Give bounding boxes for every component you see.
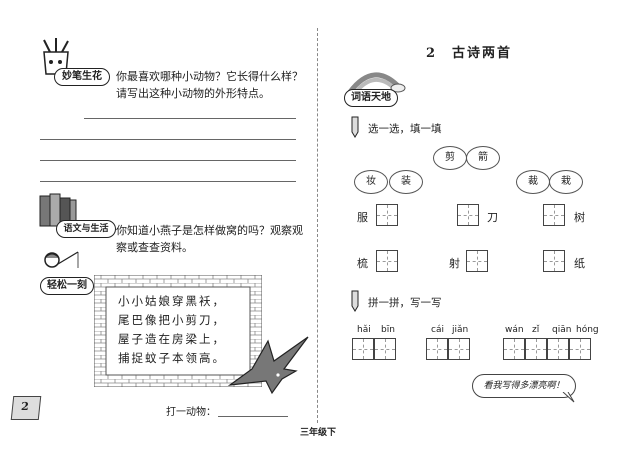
brick-frame [94, 275, 262, 387]
pinyin-7: qiān [552, 325, 572, 335]
riddle-line-1: 小小姑娘穿黑袄， [118, 294, 226, 308]
question-1: 你最喜欢哪种小动物？它长得什么样？ 请写出这种小动物的外形特点。 [116, 68, 303, 102]
speech-bubble-tail [562, 392, 575, 403]
question-1-line2: 请写出这种小动物的外形特点。 [116, 87, 270, 100]
pinyin-3: cái [431, 325, 444, 335]
write-line-3[interactable] [40, 160, 296, 161]
cloud-option-6[interactable]: 栽 [549, 170, 583, 194]
fill-char-5: 射 [449, 257, 460, 270]
pinyin-2: bīn [381, 325, 395, 335]
question-2: 你知道小燕子是怎样做窝的吗？观察观 察或查查资料。 [116, 222, 303, 256]
write-line-4[interactable] [40, 181, 296, 182]
write-box-8[interactable] [569, 338, 591, 360]
fill-char-2: 刀 [487, 211, 498, 224]
fill-box-1[interactable] [376, 204, 398, 226]
riddle-line-4: 捕捉蚊子本领高。 [118, 351, 226, 365]
answer-line[interactable] [218, 416, 288, 417]
fill-box-4[interactable] [376, 250, 398, 272]
riddle-text: 小小姑娘穿黑袄， 尾巴像把小剪刀， 屋子造在房梁上， 捕捉蚊子本领高。 [118, 292, 226, 368]
footer-label: 三年级下 [300, 428, 337, 438]
page-number-cube: 2 [10, 396, 42, 420]
lesson-title: 2 古诗两首 [426, 46, 513, 61]
swallow-illustration [227, 336, 309, 395]
write-box-7[interactable] [547, 338, 569, 360]
fill-char-4: 梳 [357, 257, 368, 270]
write-line-1[interactable] [84, 118, 296, 119]
page-divider [317, 28, 318, 423]
write-line-2[interactable] [40, 139, 296, 140]
answer-label: 打一动物： [166, 407, 216, 418]
question-2-line2: 察或查查资料。 [116, 241, 193, 254]
riddle-line-3: 屋子造在房梁上， [118, 332, 226, 346]
task-2-instruction: 拼一拼，写一写 [368, 297, 442, 309]
section-badge-ciyu: 词语天地 [344, 89, 398, 107]
question-2-line1: 你知道小燕子是怎样做窝的吗？观察观 [116, 224, 303, 237]
question-1-line1: 你最喜欢哪种小动物？它长得什么样？ [116, 70, 303, 83]
pencil-icon-2 [351, 290, 359, 312]
pinyin-6: zǐ [532, 325, 540, 335]
write-box-1[interactable] [352, 338, 374, 360]
pinyin-1: hǎi [357, 325, 371, 335]
cloud-option-5[interactable]: 裁 [516, 170, 550, 194]
fill-box-3[interactable] [543, 204, 565, 226]
badge-miaobi: 妙笔生花 [54, 68, 110, 86]
fill-box-6[interactable] [543, 250, 565, 272]
pinyin-8: hóng [576, 325, 599, 335]
fill-char-1: 服 [357, 211, 368, 224]
fill-box-2[interactable] [457, 204, 479, 226]
cloud-option-3[interactable]: 妆 [354, 170, 388, 194]
write-box-5[interactable] [503, 338, 525, 360]
speech-bubble: 看我写得多漂亮啊！ [472, 374, 576, 398]
cloud-option-1[interactable]: 剪 [433, 146, 467, 170]
write-box-6[interactable] [525, 338, 547, 360]
fill-char-6: 纸 [574, 257, 585, 270]
write-box-3[interactable] [426, 338, 448, 360]
page-number: 2 [20, 400, 30, 413]
write-box-4[interactable] [448, 338, 470, 360]
badge-yuwen-life: 语文与生活 [56, 220, 116, 238]
speech-text: 看我写得多漂亮啊！ [483, 381, 565, 391]
cloud-option-4[interactable]: 装 [389, 170, 423, 194]
pinyin-4: jiǎn [452, 325, 469, 335]
pinyin-5: wán [505, 325, 524, 335]
riddle-line-2: 尾巴像把小剪刀， [118, 313, 226, 327]
cloud-option-2[interactable]: 箭 [466, 146, 500, 170]
fisher-boy-icon [44, 251, 79, 268]
fill-char-3: 树 [574, 211, 585, 224]
task-1-instruction: 选一选，填一填 [368, 123, 442, 135]
badge-relax: 轻松一刻 [40, 277, 94, 295]
write-box-2[interactable] [374, 338, 396, 360]
fill-box-5[interactable] [466, 250, 488, 272]
pencil-icon [351, 116, 359, 138]
